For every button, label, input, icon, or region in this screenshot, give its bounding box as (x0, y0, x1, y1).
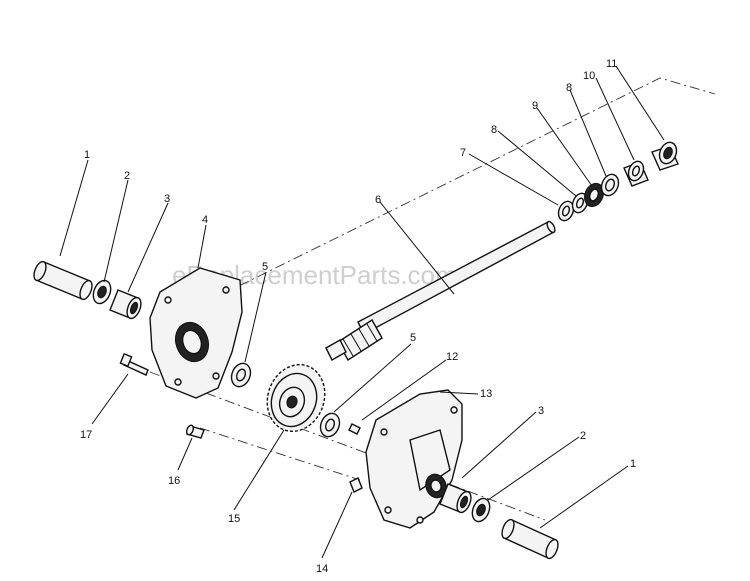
callout-17: 17 (80, 429, 92, 441)
part-3-bushing-lower (439, 483, 472, 514)
callout-10: 10 (583, 70, 595, 82)
part-2-washer-lower (471, 497, 491, 523)
callout-15: 15 (228, 513, 240, 525)
callout-3-lower: 3 (538, 405, 544, 417)
callout-6: 6 (375, 194, 381, 206)
callout-9: 9 (532, 100, 538, 112)
part-3-bushing-upper (109, 289, 142, 320)
callout-11: 11 (606, 58, 617, 70)
callout-14: 14 (316, 563, 328, 575)
callout-7: 7 (460, 147, 466, 159)
callout-2-upper: 2 (124, 170, 130, 182)
callout-3-upper: 3 (164, 193, 170, 205)
leader-lines (59, 65, 665, 559)
part-12-key (348, 423, 361, 435)
callout-16: 16 (168, 475, 180, 487)
part-4-housing-left (149, 267, 243, 399)
part-16-dowel-pin (185, 424, 205, 439)
part-8-washer-a (571, 192, 589, 214)
callout-12: 12 (446, 351, 458, 363)
part-8-washer-b (600, 173, 620, 197)
part-17-bolt (119, 352, 149, 376)
callout-8-b: 8 (566, 82, 572, 94)
callout-4: 4 (202, 214, 208, 226)
callout-5-upper: 5 (262, 261, 268, 273)
part-1-sleeve-upper (33, 260, 93, 301)
callout-1-lower: 1 (630, 458, 636, 470)
part-11-bushing (651, 141, 679, 171)
part-5-washer-right (319, 412, 341, 438)
callout-labels: 1 2 3 4 5 6 7 8 9 8 10 11 5 12 13 3 2 1 … (80, 58, 636, 575)
part-1-sleeve-lower (501, 518, 559, 560)
callout-8-a: 8 (491, 124, 497, 136)
part-6-worm-shaft (325, 220, 556, 361)
part-7-washer (557, 200, 575, 222)
callout-5-lower: 5 (410, 332, 416, 344)
callout-13: 13 (480, 388, 492, 400)
part-9-bearing (584, 182, 604, 208)
part-5-washer-left (230, 362, 252, 388)
assembly-axes (149, 77, 716, 521)
part-2-washer-upper (92, 279, 112, 305)
part-15-worm-gear (266, 363, 326, 433)
part-13-housing-right (365, 389, 463, 529)
callout-2-lower: 2 (580, 430, 586, 442)
part-14-grease-fitting (349, 477, 363, 493)
part-10-spacer (623, 160, 649, 187)
callout-1-upper: 1 (84, 149, 90, 161)
